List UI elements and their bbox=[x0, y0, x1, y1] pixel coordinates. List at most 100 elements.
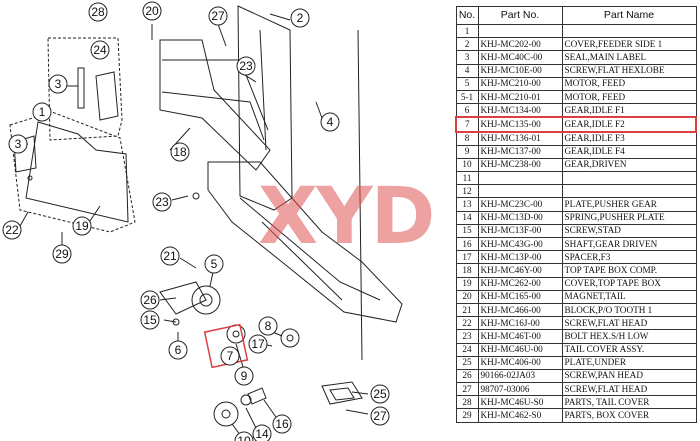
cell-part-no: KHJ-MC202-00 bbox=[477, 37, 563, 52]
cell-part-name: PARTS, TAIL COVER bbox=[561, 395, 697, 410]
callout-label: 4 bbox=[327, 115, 334, 129]
cell-part-name: SCREW,FLAT HEXLOBE bbox=[561, 63, 697, 78]
cell-part-no: KHJ-MC135-00 bbox=[477, 116, 563, 133]
callout-24: 24 bbox=[90, 40, 110, 60]
callout-28: 28 bbox=[88, 2, 108, 22]
cell-part-name: BLOCK,P/O TOOTH 1 bbox=[561, 302, 697, 318]
column-header-no: No. bbox=[455, 6, 479, 25]
cell-no: 25 bbox=[455, 355, 479, 370]
callout-18: 18 bbox=[170, 142, 190, 162]
cell-no: 12 bbox=[455, 184, 479, 199]
cell-no: 10 bbox=[455, 157, 479, 173]
table-header: No. Part No. Part Name bbox=[455, 6, 697, 25]
cell-part-name: MOTOR, FEED bbox=[561, 89, 697, 105]
callout-label: 3 bbox=[55, 77, 62, 91]
cell-part-no: KHJ-MC136-01 bbox=[477, 131, 563, 146]
cell-part-no: KHJ-MC46U-S0 bbox=[477, 395, 563, 410]
cell-no: 17 bbox=[455, 250, 479, 265]
callout-27: 27 bbox=[208, 6, 228, 26]
cell-no: 29 bbox=[455, 408, 479, 423]
cell-part-name: SPACER,F3 bbox=[561, 250, 697, 265]
cell-no: 4 bbox=[455, 63, 479, 78]
callout-label: 28 bbox=[91, 5, 105, 19]
cell-part-no: 90166-02JA03 bbox=[477, 368, 563, 384]
cell-part-no bbox=[477, 184, 563, 199]
callout-label: 17 bbox=[251, 337, 265, 351]
cell-part-name: MOTOR, FEED bbox=[561, 76, 697, 91]
callout-label: 18 bbox=[173, 145, 187, 159]
callout-label: 24 bbox=[93, 43, 107, 57]
column-header-part-no: Part No. bbox=[477, 6, 563, 25]
callout-1: 1 bbox=[32, 102, 52, 122]
cell-no: 13 bbox=[455, 197, 479, 212]
cell-no: 11 bbox=[455, 171, 479, 186]
table-row: 12 bbox=[455, 184, 697, 199]
cell-part-name: GEAR,DRIVEN bbox=[561, 157, 697, 173]
cell-part-name: PLATE,PUSHER GEAR bbox=[561, 197, 697, 212]
callout-label: 20 bbox=[145, 4, 159, 18]
cell-no: 22 bbox=[455, 316, 479, 331]
cell-part-no: KHJ-MC46U-00 bbox=[477, 342, 563, 357]
callout-21: 21 bbox=[160, 246, 180, 266]
callout-label: 22 bbox=[5, 223, 19, 237]
callout-14: 14 bbox=[252, 424, 272, 441]
cell-no: 14 bbox=[455, 210, 479, 225]
callout-label: 5 bbox=[211, 257, 218, 271]
cell-part-no: 98707-03006 bbox=[477, 382, 563, 397]
cell-part-name: SPRING,PUSHER PLATE bbox=[561, 210, 697, 225]
cell-no: 28 bbox=[455, 395, 479, 410]
cell-part-no: KHJ-MC165-00 bbox=[477, 289, 563, 304]
cell-part-name: SEAL,MAIN LABEL bbox=[561, 50, 697, 65]
callout-9: 9 bbox=[234, 366, 254, 386]
cell-part-no: KHJ-MC262-00 bbox=[477, 276, 563, 291]
cell-part-no: KHJ-MC406-00 bbox=[477, 355, 563, 370]
callout-label: 23 bbox=[239, 59, 253, 73]
callout-3: 3 bbox=[8, 134, 28, 154]
callout-label: 25 bbox=[373, 387, 387, 401]
cell-part-no: KHJ-MC23C-00 bbox=[477, 197, 563, 212]
cell-part-no: KHJ-MC40C-00 bbox=[477, 50, 563, 65]
column-header-part-name: Part Name bbox=[561, 6, 697, 25]
callout-16: 16 bbox=[272, 414, 292, 434]
callout-label: 16 bbox=[275, 417, 289, 431]
cell-no: 1 bbox=[455, 23, 479, 39]
cell-part-no: KHJ-MC210-01 bbox=[477, 89, 563, 105]
cell-part-name: GEAR,IDLE F1 bbox=[561, 103, 697, 118]
cell-no: 9 bbox=[455, 144, 479, 159]
callout-label: 19 bbox=[75, 219, 89, 233]
cell-part-no: KHJ-MC13D-00 bbox=[477, 210, 563, 225]
callout-7: 7 bbox=[220, 346, 240, 366]
cell-part-name bbox=[561, 184, 697, 199]
cell-part-no: KHJ-MC466-00 bbox=[477, 302, 563, 318]
callout-22: 22 bbox=[2, 220, 22, 240]
callout-label: 29 bbox=[55, 247, 69, 261]
callout-26: 26 bbox=[140, 290, 160, 310]
cell-part-no: KHJ-MC210-00 bbox=[477, 76, 563, 91]
callout-label: 3 bbox=[15, 137, 22, 151]
cell-part-no: KHJ-MC13F-00 bbox=[477, 223, 563, 239]
cell-no: 6 bbox=[455, 103, 479, 118]
callout-3: 3 bbox=[48, 74, 68, 94]
cell-part-name: MAGNET,TAIL bbox=[561, 289, 697, 304]
cell-no: 5 bbox=[455, 76, 479, 91]
cell-no: 8 bbox=[455, 131, 479, 146]
cell-no: 16 bbox=[455, 236, 479, 252]
cell-part-name: TOP TAPE BOX COMP. bbox=[561, 263, 697, 278]
